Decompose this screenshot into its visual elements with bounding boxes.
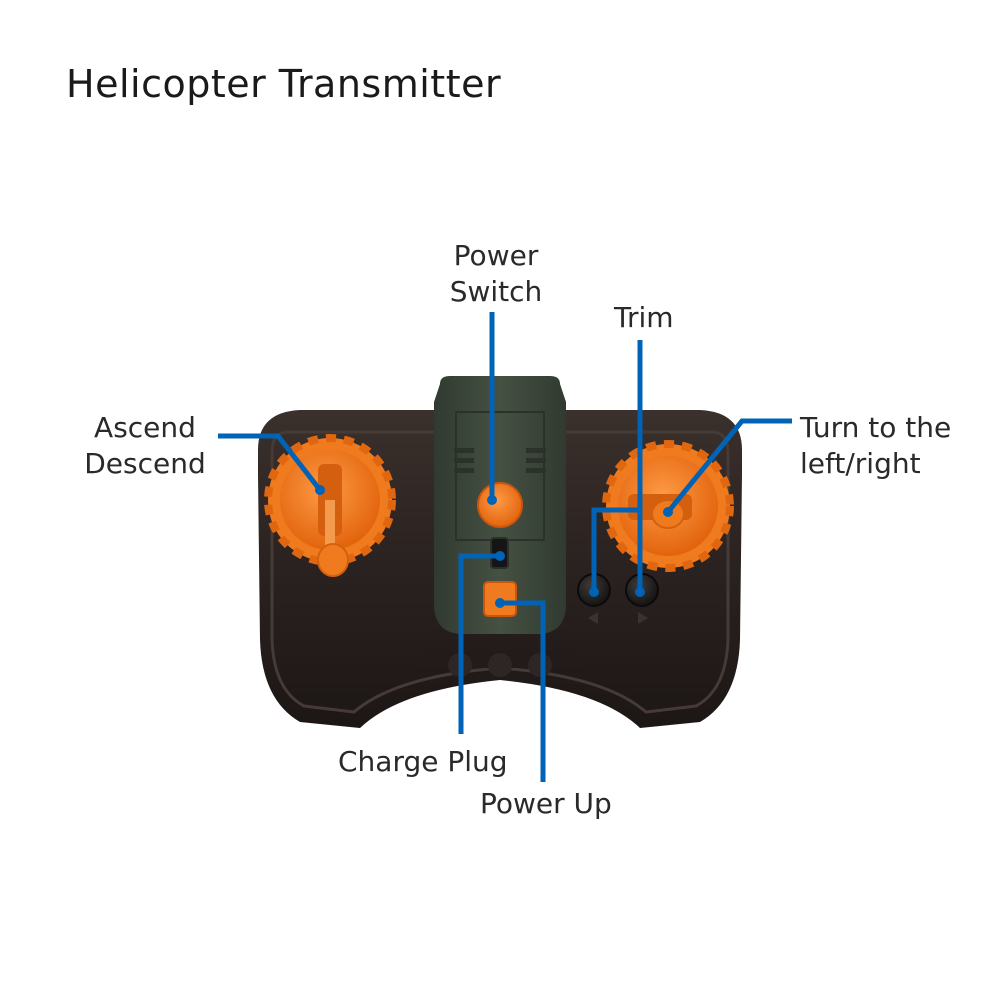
leader-dot-power-up [495, 598, 505, 608]
label-turn: Turn to the left/right [800, 410, 951, 482]
leader-dot-charge-plug [495, 551, 505, 561]
leader-dot-ascend-descend [315, 485, 325, 495]
leader-dot-power-switch [487, 495, 497, 505]
label-ascend-descend: Ascend Descend [80, 410, 210, 482]
leader-ascend-descend [218, 433, 322, 492]
label-turn-line2: left/right [800, 447, 921, 480]
label-trim-text: Trim [614, 301, 674, 334]
label-power-switch-line1: Power [453, 239, 539, 272]
trim-right-arrow-icon [638, 612, 648, 624]
leader-charge-plug [458, 553, 500, 734]
diagram-title: Helicopter Transmitter [66, 62, 502, 106]
label-power-switch-line2: Switch [449, 275, 543, 308]
label-power-up-text: Power Up [480, 787, 612, 820]
leader-dot-turn [663, 507, 673, 517]
label-trim: Trim [614, 300, 674, 336]
label-power-up: Power Up [480, 786, 612, 822]
right-control-stick[interactable] [602, 440, 734, 572]
leader-dot-trim-right [635, 587, 645, 597]
left-control-stick[interactable] [264, 434, 396, 577]
label-charge-plug-text: Charge Plug [338, 745, 508, 778]
leader-trim [591, 340, 643, 592]
label-charge-plug: Charge Plug [338, 744, 508, 780]
label-descend-line2: Descend [84, 447, 206, 480]
leader-dot-trim-left [589, 587, 599, 597]
leader-turn [666, 418, 792, 514]
label-turn-line1: Turn to the [800, 411, 952, 444]
label-power-switch: Power Switch [436, 238, 556, 310]
power-switch-button[interactable] [477, 482, 523, 528]
leader-power-up [500, 600, 546, 782]
trim-left-arrow-icon [588, 612, 598, 624]
label-ascend-line1: Ascend [94, 411, 196, 444]
